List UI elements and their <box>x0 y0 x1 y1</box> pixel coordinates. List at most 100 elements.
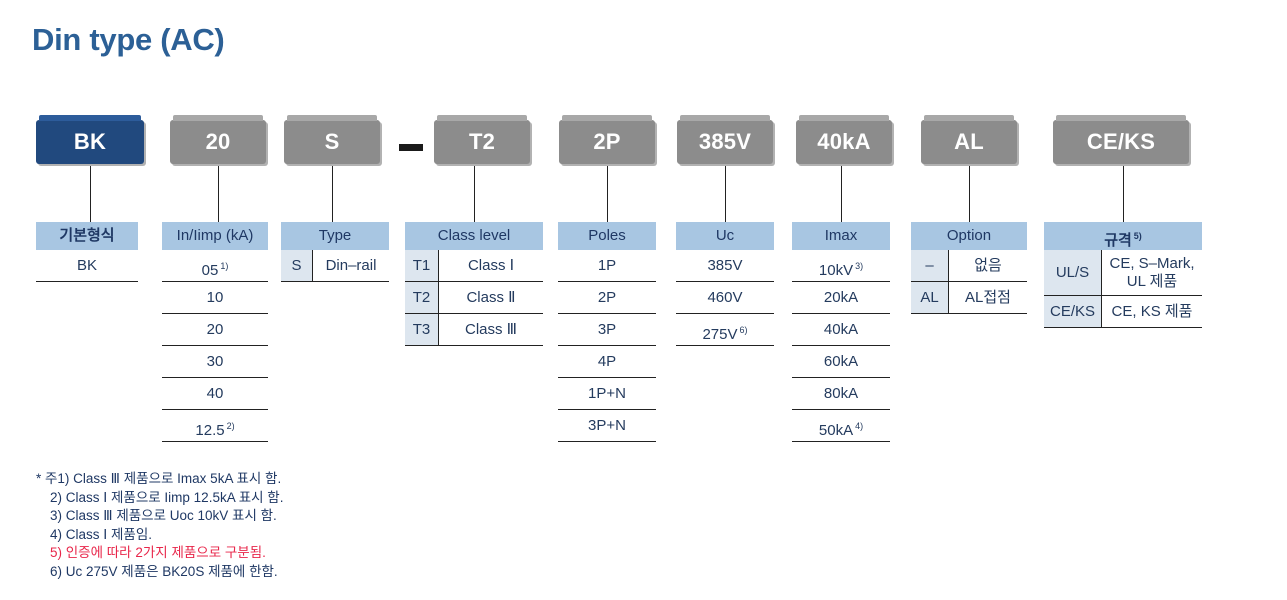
code-box-s: S <box>284 115 380 164</box>
column-header-text: In/Iimp (kA) <box>176 227 254 244</box>
column-header-poles: Poles <box>558 222 656 250</box>
row-code-cell: CE/KS <box>1044 296 1102 327</box>
footnote-line: * 주1) Class Ⅲ 제품으로 Imax 5kA 표시 함. <box>36 471 282 486</box>
row-code-cell: UL/S <box>1044 250 1102 295</box>
value-text: 30 <box>206 353 224 370</box>
row-code-cell: – <box>911 250 949 281</box>
value-row: 3P <box>558 314 656 346</box>
code-box-40ka: 40kA <box>796 115 892 164</box>
connector-line-uc <box>725 166 726 222</box>
row-code-cell: T3 <box>405 314 439 345</box>
value-row: 3P+N <box>558 410 656 442</box>
connector-line-imax <box>841 166 842 222</box>
value-row: BK <box>36 250 138 282</box>
footnotes-block: * 주1) Class Ⅲ 제품으로 Imax 5kA 표시 함. 2) Clas… <box>36 470 283 582</box>
value-row: 80kA <box>792 378 890 410</box>
value-text: 1P+N <box>588 385 626 402</box>
connector-line-option <box>969 166 970 222</box>
page-title: Din type (AC) <box>32 22 225 57</box>
column-header-text: 규격 <box>1104 232 1132 249</box>
value-row: 60kA <box>792 346 890 378</box>
code-description-row: – 없음 <box>911 250 1027 282</box>
footnote-line: 5) 인증에 따라 2가지 제품으로 구분됨. <box>50 545 266 561</box>
column-poles: Poles 1P 2P 3P 4P 1P+N 3P+N <box>558 222 656 442</box>
column-header-text: Poles <box>588 227 626 244</box>
value-text: 1P <box>597 257 617 274</box>
value-row: 20 <box>162 314 268 346</box>
value-text: 2P <box>597 289 617 306</box>
value-text: 3P <box>597 321 617 338</box>
value-text: BK <box>76 257 97 274</box>
value-row: 1P <box>558 250 656 282</box>
value-text: 40 <box>206 385 224 402</box>
footnote-marker: 4) <box>855 421 864 431</box>
row-description-cell: Class Ⅱ <box>466 288 516 306</box>
value-text: 60kA <box>823 353 859 370</box>
row-description-cell: CE, S–Mark, UL 제품 <box>1109 255 1195 290</box>
connector-line-class-level <box>474 166 475 222</box>
row-description-cell: 없음 <box>974 256 1002 274</box>
value-text: 20 <box>206 321 224 338</box>
value-text: 10 <box>206 289 224 306</box>
connector-line-standard <box>1123 166 1124 222</box>
value-row: 4P <box>558 346 656 378</box>
column-header-text: Type <box>318 227 352 244</box>
code-box-label: 385V <box>698 129 752 154</box>
row-code-cell: T2 <box>405 282 439 313</box>
footnote-line: 2) Class Ⅰ 제품으로 Iimp 12.5kA 표시 함. <box>50 489 284 505</box>
value-row: 460V <box>676 282 774 314</box>
value-text: 40kA <box>823 321 859 338</box>
footnote-line: 4) Class Ⅰ 제품임. <box>50 526 153 542</box>
value-text: 385V <box>707 257 743 274</box>
row-code-cell: T1 <box>405 250 439 281</box>
code-box-label: 2P <box>593 129 621 154</box>
footnote-line: 3) Class Ⅲ 제품으로 Uoc 10kV 표시 함. <box>50 508 277 524</box>
value-row: 1P+N <box>558 378 656 410</box>
column-header-text: 기본형식 <box>59 227 115 244</box>
code-box-label: T2 <box>468 129 496 154</box>
value-text: 3P+N <box>588 417 626 434</box>
footnote-marker: 6) <box>739 325 748 335</box>
column-header-class-level: Class level <box>405 222 543 250</box>
column-header-footnote-marker: 5) <box>1133 231 1142 241</box>
value-text: 4P <box>597 353 617 370</box>
value-row: 20kA <box>792 282 890 314</box>
column-header-imax: Imax <box>792 222 890 250</box>
code-separator-dash <box>399 144 423 151</box>
code-box-al: AL <box>921 115 1017 164</box>
footnote-line: 6) Uc 275V 제품은 BK20S 제품에 한함. <box>50 563 278 579</box>
code-description-row: T1 Class Ⅰ <box>405 250 543 282</box>
value-text: 05 <box>201 262 219 279</box>
footnote-marker: 3) <box>855 261 864 271</box>
value-row: 10 <box>162 282 268 314</box>
column-header-type: Type <box>281 222 389 250</box>
footnote-marker: 2) <box>226 421 235 431</box>
value-row: 40 <box>162 378 268 410</box>
column-header-base-type: 기본형식 <box>36 222 138 250</box>
row-description-cell: Class Ⅰ <box>467 256 515 274</box>
code-box-label: 20 <box>205 129 231 154</box>
code-box-ce-ks: CE/KS <box>1053 115 1189 164</box>
value-text: 275V <box>702 326 738 343</box>
row-code-cell: AL <box>911 282 949 313</box>
column-header-text: Option <box>946 227 992 244</box>
code-description-row: T2 Class Ⅱ <box>405 282 543 314</box>
row-code-cell: S <box>281 250 313 281</box>
column-header-uc: Uc <box>676 222 774 250</box>
code-box-t2: T2 <box>434 115 530 164</box>
value-row: 385V <box>676 250 774 282</box>
value-text: 10kV <box>818 262 854 279</box>
code-box-20: 20 <box>170 115 266 164</box>
